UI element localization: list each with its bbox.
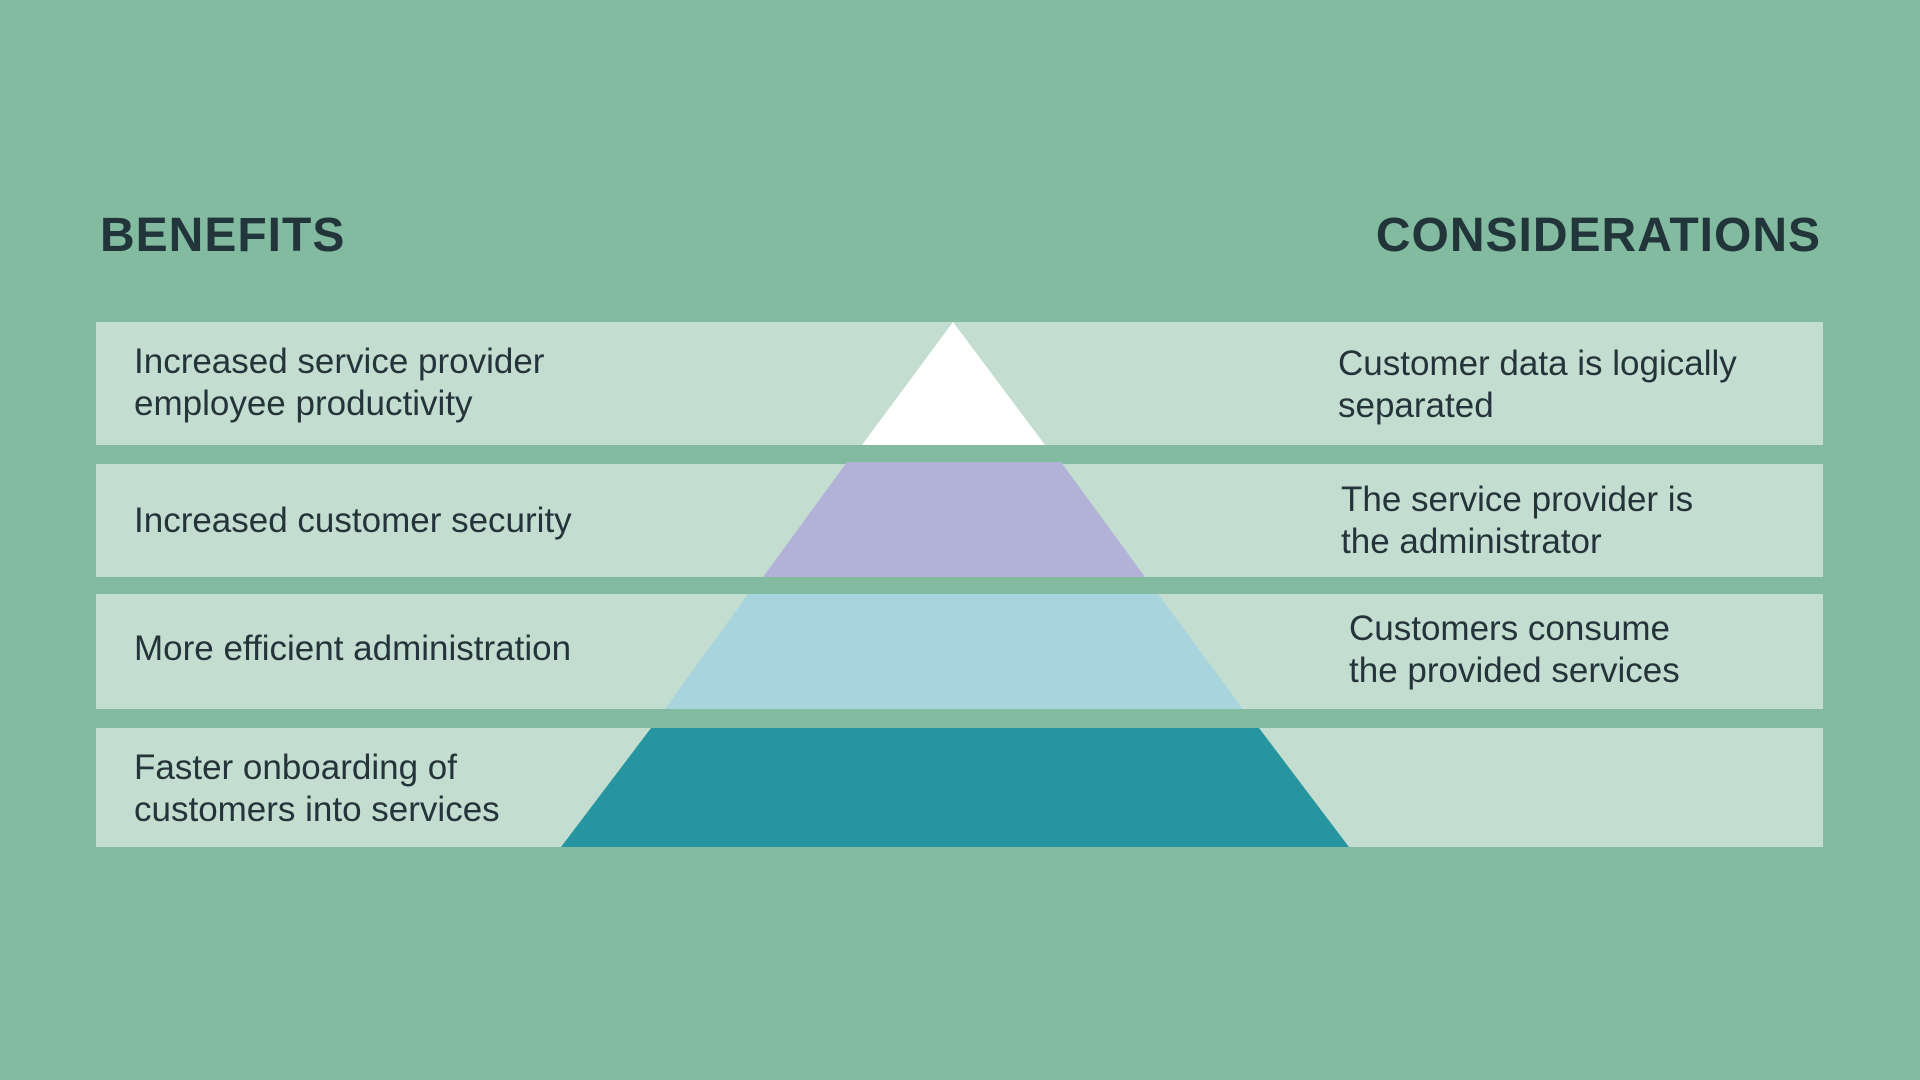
consideration-3-line-1: Customers consume bbox=[1349, 609, 1670, 648]
benefit-3: More efficient administration bbox=[134, 628, 571, 670]
pyramid-row-3: More efficient administration Customers … bbox=[96, 594, 1823, 709]
consideration-3: Customers consume the provided services bbox=[1349, 608, 1680, 692]
consideration-2-line-1: The service provider is bbox=[1341, 480, 1694, 519]
benefit-1-line-1: Increased service provider bbox=[134, 342, 545, 381]
benefit-1-line-2: employee productivity bbox=[134, 384, 473, 423]
consideration-3-line-2: the provided services bbox=[1349, 651, 1680, 690]
benefit-4: Faster onboarding of customers into serv… bbox=[134, 747, 500, 831]
consideration-1-line-2: separated bbox=[1338, 386, 1494, 425]
benefits-heading: BENEFITS bbox=[100, 209, 346, 262]
benefit-4-line-2: customers into services bbox=[134, 790, 500, 829]
benefit-2-line-1: Increased customer security bbox=[134, 501, 572, 540]
benefit-1: Increased service provider employee prod… bbox=[134, 341, 544, 425]
consideration-1: Customer data is logically separated bbox=[1338, 343, 1737, 427]
pyramid-row-2: Increased customer security The service … bbox=[96, 464, 1823, 577]
consideration-2-line-2: the administrator bbox=[1341, 522, 1602, 561]
pyramid-row-4: Faster onboarding of customers into serv… bbox=[96, 728, 1823, 847]
considerations-heading: CONSIDERATIONS bbox=[1375, 209, 1821, 262]
consideration-2: The service provider is the administrato… bbox=[1341, 479, 1693, 563]
benefit-3-line-1: More efficient administration bbox=[134, 629, 572, 668]
consideration-1-line-1: Customer data is logically bbox=[1338, 344, 1737, 383]
benefit-2: Increased customer security bbox=[134, 500, 572, 542]
pyramid-row-1: Increased service provider employee prod… bbox=[96, 322, 1823, 445]
benefit-4-line-1: Faster onboarding of bbox=[134, 748, 457, 787]
